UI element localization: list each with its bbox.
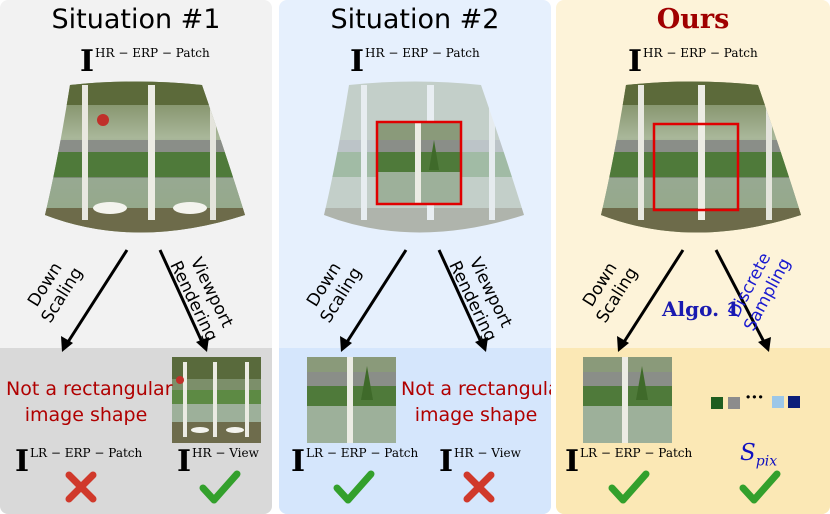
- panel-2-graphics: [307, 81, 524, 504]
- lr-patch-image: [307, 357, 396, 443]
- output-symbol-spix: Spix: [740, 440, 778, 470]
- crop-region-image: [377, 122, 461, 204]
- pixel-cube-green: [711, 397, 723, 409]
- panel-1-graphics: [45, 81, 261, 504]
- crop-box: [652, 122, 740, 212]
- cross-icon: [463, 471, 495, 503]
- panel-situation-2: Situation #2 IHR − ERP − Patch: [279, 0, 551, 514]
- input-symbol: IHR − ERP − Patch: [628, 44, 758, 79]
- erp-patch-image: [45, 81, 245, 233]
- output-symbol-hr-view: IHR − View: [439, 444, 521, 479]
- warning-text: Not a rectangular image shape: [401, 378, 551, 426]
- cross-icon: [65, 471, 97, 503]
- warning-text: Not a rectangular image shape: [6, 378, 173, 426]
- input-symbol: IHR − ERP − Patch: [350, 44, 480, 79]
- check-icon: [333, 470, 375, 504]
- check-icon: [199, 470, 241, 504]
- hr-view-image: [172, 357, 261, 443]
- pixel-cube-lightblue: [772, 396, 784, 408]
- erp-patch-image: [601, 81, 801, 233]
- output-symbol-lr-patch: ILR − ERP − Patch: [291, 444, 419, 479]
- output-symbol-hr-view: IHR − View: [177, 444, 259, 479]
- input-symbol: IHR − ERP − Patch: [80, 44, 210, 79]
- crop-box: [375, 120, 463, 206]
- output-symbol-lr-patch: ILR − ERP − Patch: [565, 444, 693, 479]
- lr-patch-image: [583, 357, 672, 443]
- algo-label: Algo. 1: [662, 297, 740, 321]
- panel-situation-1: Situation #1 IHR − ERP − Patch: [0, 0, 272, 514]
- sequence-dots: ···: [745, 387, 764, 408]
- output-symbol-lr-patch: ILR − ERP − Patch: [15, 444, 143, 479]
- check-icon: [608, 470, 650, 504]
- panel-3-graphics: [583, 81, 801, 504]
- panel-title: Situation #1: [51, 4, 221, 35]
- check-icon: [739, 470, 781, 504]
- pixel-cube-gray: [728, 397, 740, 409]
- panel-title: Ours: [656, 4, 730, 35]
- pixel-sequence: [711, 396, 800, 409]
- panel-title: Situation #2: [330, 4, 500, 35]
- panel-ours: Ours IHR − ERP − Patch: [556, 0, 830, 514]
- pixel-cube-navy: [788, 396, 800, 408]
